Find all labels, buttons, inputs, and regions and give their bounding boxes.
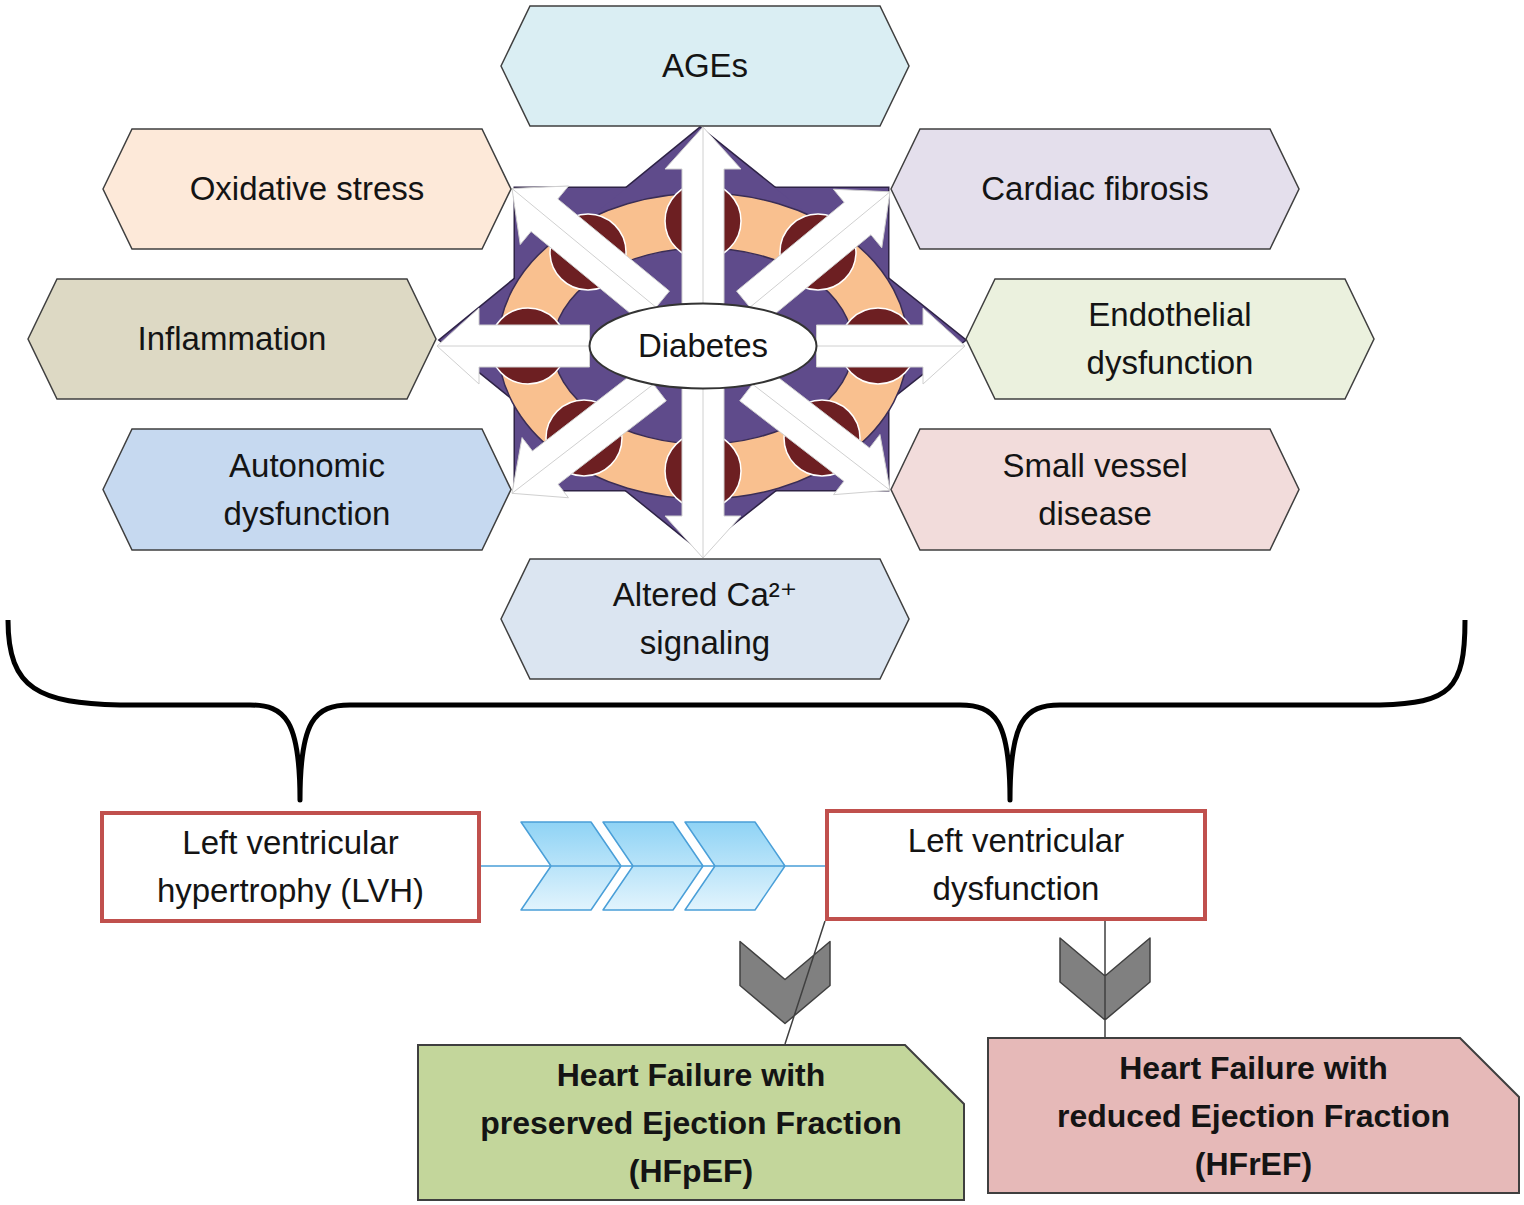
snipped-box-shape	[988, 1038, 1519, 1193]
node-outline	[890, 428, 1300, 551]
hexagon-shape	[103, 429, 511, 550]
factor-hexagon: Inflammation	[27, 278, 437, 400]
stage-box: Left ventricular hypertrophy (LVH)	[100, 811, 481, 923]
factor-hexagon: Autonomic dysfunction	[102, 428, 512, 551]
node-label: Left ventricular hypertrophy (LVH)	[121, 819, 461, 915]
hexagon-shape	[28, 279, 436, 399]
block-arrow	[512, 186, 669, 324]
block-arrow	[737, 189, 890, 323]
outcome-box: Heart Failure with reduced Ejection Frac…	[987, 1037, 1520, 1194]
ellipse-shape	[590, 304, 817, 389]
outcome-box: Heart Failure with preserved Ejection Fr…	[417, 1044, 965, 1201]
center-ellipse: Diabetes	[588, 302, 818, 390]
block-arrow	[817, 308, 966, 384]
node-label: Autonomic dysfunction	[167, 442, 447, 538]
rect-shape	[827, 811, 1205, 919]
node-label: Endothelial dysfunction	[1030, 291, 1310, 387]
factor-hexagon: Altered Ca²⁺ signaling	[500, 558, 910, 680]
block-arrow	[665, 127, 741, 304]
hexagon-shape	[501, 6, 909, 126]
factor-hexagon: Oxidative stress	[102, 128, 512, 250]
stage-box: Left ventricular dysfunction	[825, 809, 1207, 921]
factor-hexagon: AGEs	[500, 5, 910, 127]
node-label: Inflammation	[138, 315, 327, 363]
node-label: Heart Failure with preserved Ejection Fr…	[478, 1051, 904, 1195]
node-label: Altered Ca²⁺ signaling	[565, 571, 845, 667]
hexagon-shape	[891, 429, 1299, 550]
chevron-arrow	[1060, 921, 1150, 1037]
factor-hexagon: Endothelial dysfunction	[965, 278, 1375, 400]
node-label: Heart Failure with reduced Ejection Frac…	[1055, 1044, 1453, 1188]
block-arrow	[665, 389, 741, 559]
node-outline	[102, 428, 512, 551]
node-label: Left ventricular dysfunction	[846, 817, 1186, 913]
factor-hexagon: Small vessel disease	[890, 428, 1300, 551]
hexagon-shape	[891, 129, 1299, 249]
chevron-arrow	[740, 921, 830, 1044]
block-arrow	[740, 368, 890, 495]
node-label: AGEs	[662, 42, 748, 90]
node-label: Oxidative stress	[190, 165, 425, 213]
snipped-box-shape	[418, 1045, 964, 1200]
node-label: Diabetes	[638, 322, 768, 370]
chevron-arrow	[481, 822, 825, 910]
hexagon-shape	[103, 129, 511, 249]
block-arrow	[512, 368, 666, 498]
hexagon-shape	[966, 279, 1374, 399]
hexagon-shape	[501, 559, 909, 679]
block-arrow	[437, 308, 590, 384]
rect-shape	[102, 813, 479, 921]
node-label: Small vessel disease	[955, 442, 1235, 538]
factor-hexagon: Cardiac fibrosis	[890, 128, 1300, 250]
node-label: Cardiac fibrosis	[981, 165, 1208, 213]
